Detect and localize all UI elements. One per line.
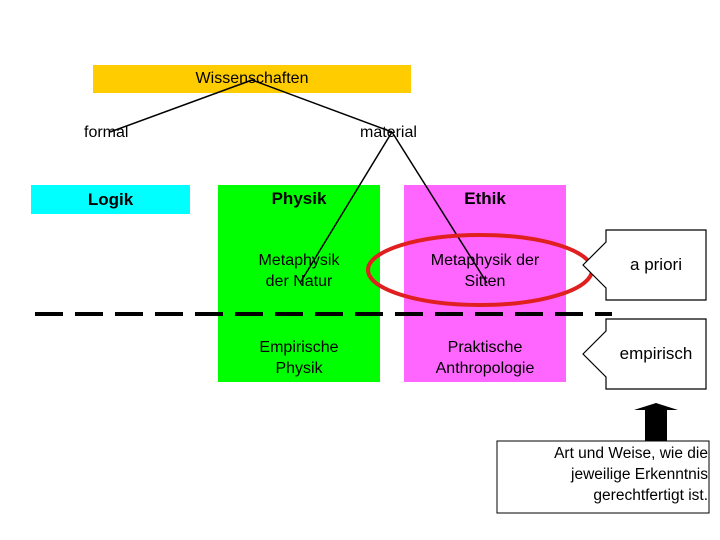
connector-line — [251, 79, 393, 133]
a-priori-arrow — [582, 229, 707, 301]
praktische-anthropologie-cell: Praktische Anthropologie — [404, 333, 566, 383]
up-arrow-icon — [634, 403, 678, 441]
ethik-header: Ethik — [464, 188, 506, 208]
wissenschaften-label: Wissenschaften — [195, 70, 309, 87]
praktische-anthropologie-line1: Praktische — [447, 339, 523, 356]
note-line-2: jeweilige Erkenntnis — [571, 466, 708, 483]
a-priori-label: a priori — [630, 255, 682, 274]
formal-label: formal — [84, 124, 129, 141]
metaphysik-der-sitten-line1: Metaphysik der — [430, 252, 540, 269]
connector-line — [299, 131, 393, 284]
metaphysik-der-natur-line1: Metaphysik — [258, 252, 340, 269]
logik-box: Logik — [31, 185, 190, 214]
connector-line — [391, 131, 488, 284]
logik-label: Logik — [87, 189, 134, 209]
praktische-anthropologie-line2: Anthropologie — [435, 360, 535, 377]
note-line-1: Art und Weise, wie die — [554, 445, 708, 462]
material-label: material — [360, 124, 417, 141]
empirisch-arrow — [582, 318, 707, 390]
empirische-physik-cell: Empirische Physik — [218, 333, 380, 383]
note-text: Art und Weise, wie die jeweilige Erkennt… — [500, 443, 708, 506]
ethik-column — [404, 185, 566, 382]
connector-line — [109, 79, 253, 133]
physik-column — [218, 185, 380, 382]
empirische-physik-line1: Empirische — [259, 339, 339, 356]
physik-header: Physik — [271, 188, 327, 208]
empirisch-label: empirisch — [619, 344, 693, 363]
wissenschaften-box: Wissenschaften — [93, 65, 411, 93]
empirische-physik-line2: Physik — [275, 360, 323, 377]
metaphysik-der-natur-line2: der Natur — [265, 273, 333, 290]
note-line-3: gerechtfertigt ist. — [593, 487, 708, 504]
metaphysik-der-sitten-line2: Sitten — [464, 273, 506, 290]
metaphysik-der-natur-cell: Metaphysik der Natur — [218, 246, 380, 296]
highlight-ellipse — [366, 233, 594, 307]
metaphysik-der-sitten-cell: Metaphysik der Sitten — [404, 246, 566, 296]
note-box — [496, 440, 710, 514]
